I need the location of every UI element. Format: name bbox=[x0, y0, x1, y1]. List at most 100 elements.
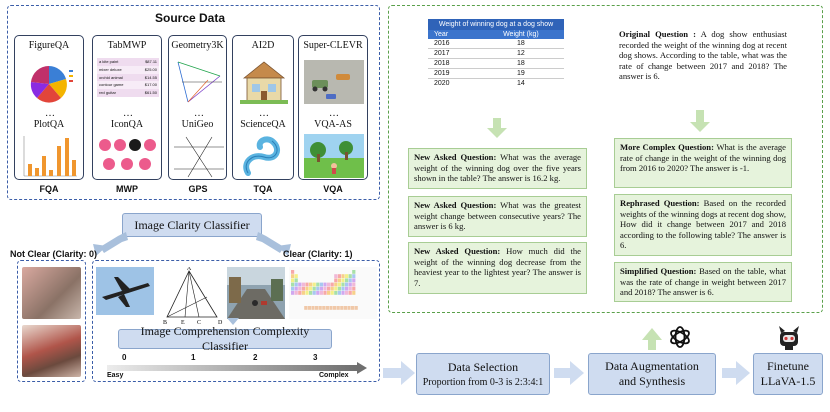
periodic-cell bbox=[352, 278, 356, 283]
blurry-image-1 bbox=[22, 267, 81, 319]
table-header: Weight (kg) bbox=[503, 31, 539, 38]
down-arrow-small bbox=[227, 318, 239, 325]
dataset-name: AI2D bbox=[251, 40, 275, 51]
periodic-cell bbox=[319, 282, 323, 287]
dataset-name: Geometry3K bbox=[171, 40, 224, 51]
periodic-cell bbox=[312, 291, 316, 295]
icon-balls-thumbnail bbox=[99, 139, 156, 170]
periodic-cell bbox=[333, 306, 337, 310]
dataset-name: PlotQA bbox=[33, 119, 65, 130]
table-cell: 2019 bbox=[434, 70, 450, 77]
dataset-card-tqa: AI2D … ScienceQA bbox=[232, 35, 294, 180]
periodic-cell bbox=[352, 274, 356, 278]
data-selection-box: Data Selection Proportion from 0-3 is 2:… bbox=[416, 353, 550, 395]
periodic-cell bbox=[291, 286, 295, 291]
periodic-cell bbox=[291, 291, 295, 295]
dataset-name: VQA-AS bbox=[314, 119, 352, 130]
table-cell: 18 bbox=[517, 40, 525, 47]
street-photo-image bbox=[227, 267, 285, 319]
category-label: GPS bbox=[188, 184, 208, 194]
periodic-cell bbox=[294, 274, 298, 278]
periodic-cell bbox=[316, 282, 320, 287]
dataset-name: TabMWP bbox=[107, 40, 147, 51]
periodic-cell bbox=[298, 291, 302, 295]
not-clear-panel bbox=[17, 260, 86, 382]
dataset-card-mwp: TabMWP a kite paint$87.11 mixer deluxe$2… bbox=[92, 35, 162, 180]
scale-easy-label: Easy bbox=[107, 372, 124, 379]
periodic-cell bbox=[301, 282, 305, 287]
periodic-cell bbox=[309, 282, 313, 287]
periodic-cell bbox=[319, 286, 323, 291]
pipeline-arrowhead-3 bbox=[736, 361, 750, 385]
periodic-cell bbox=[322, 306, 326, 310]
scale-tick: 1 bbox=[191, 353, 196, 362]
tabmwp-table-thumbnail: a kite paint$87.11 mixer deluxe$25.00 or… bbox=[97, 58, 159, 97]
periodic-cell bbox=[341, 278, 345, 283]
ellipsis: … bbox=[123, 108, 133, 119]
periodic-cell bbox=[345, 274, 349, 278]
periodic-cell bbox=[341, 291, 345, 295]
periodic-cell bbox=[305, 282, 309, 287]
dataset-name: FigureQA bbox=[28, 40, 70, 51]
scale-tick: 3 bbox=[313, 353, 318, 362]
dataset-name: ScienceQA bbox=[240, 119, 286, 130]
periodic-cell bbox=[354, 306, 358, 310]
periodic-cell bbox=[298, 286, 302, 291]
periodic-cell bbox=[352, 291, 356, 295]
periodic-cell bbox=[345, 286, 349, 291]
periodic-cell bbox=[347, 306, 351, 310]
periodic-cell bbox=[334, 286, 338, 291]
periodic-cell bbox=[330, 286, 334, 291]
original-question: Original Question : A dog show enthusias… bbox=[614, 26, 792, 100]
category-label: TQA bbox=[253, 184, 273, 194]
blurry-image-2 bbox=[22, 325, 81, 377]
table-cell: 2016 bbox=[434, 40, 450, 47]
geometry-thumbnail bbox=[177, 61, 222, 103]
dataset-name: IconQA bbox=[110, 119, 144, 130]
periodic-cell bbox=[323, 291, 327, 295]
data-selection-title: Data Selection bbox=[447, 360, 519, 374]
periodic-cell bbox=[291, 282, 295, 287]
augmentation-panel bbox=[388, 5, 823, 313]
periodic-cell bbox=[315, 306, 319, 310]
scale-complex-label: Complex bbox=[319, 372, 349, 379]
category-label: FQA bbox=[39, 184, 59, 194]
data-augmentation-box: Data Augmentation and Synthesis bbox=[588, 353, 716, 395]
dataset-name: UniGeo bbox=[181, 119, 214, 130]
dataset-card-fqa: FigureQA … PlotQA bbox=[14, 35, 84, 180]
periodic-cell bbox=[316, 291, 320, 295]
ellipsis: … bbox=[259, 108, 269, 119]
table-cell: 18 bbox=[517, 60, 525, 67]
periodic-cell bbox=[341, 274, 345, 278]
periodic-cell bbox=[323, 282, 327, 287]
periodic-cell bbox=[309, 286, 313, 291]
periodic-cell bbox=[334, 291, 338, 295]
periodic-cell bbox=[329, 306, 333, 310]
clear-panel: A B E C D Image Comprehension Complexity… bbox=[92, 260, 380, 382]
periodic-cell bbox=[294, 291, 298, 295]
finetune-box: Finetune LLaVA-1.5 bbox=[753, 353, 823, 395]
table-cell: 2018 bbox=[434, 60, 450, 67]
bar-chart-thumbnail bbox=[23, 136, 77, 177]
pipeline-arrow-3 bbox=[722, 368, 736, 378]
category-label: VQA bbox=[323, 184, 343, 194]
periodic-cell bbox=[294, 278, 298, 283]
periodic-cell bbox=[325, 306, 329, 310]
periodic-cell bbox=[319, 291, 323, 295]
periodic-cell bbox=[330, 282, 334, 287]
clear-label: Clear (Clarity: 1) bbox=[283, 249, 353, 259]
periodic-cell bbox=[291, 270, 295, 274]
pie-chart-thumbnail bbox=[30, 65, 73, 103]
ellipsis: … bbox=[194, 108, 204, 119]
periodic-cell bbox=[337, 291, 341, 295]
periodic-cell bbox=[348, 274, 352, 278]
llava-robot-icon bbox=[779, 326, 799, 350]
triangle-geometry-image: A B E C D bbox=[163, 267, 223, 326]
periodic-cell bbox=[298, 282, 302, 287]
periodic-cell bbox=[307, 306, 311, 310]
table-cell: 2017 bbox=[434, 50, 450, 57]
periodic-table-image bbox=[289, 267, 377, 319]
periodic-cell bbox=[348, 282, 352, 287]
